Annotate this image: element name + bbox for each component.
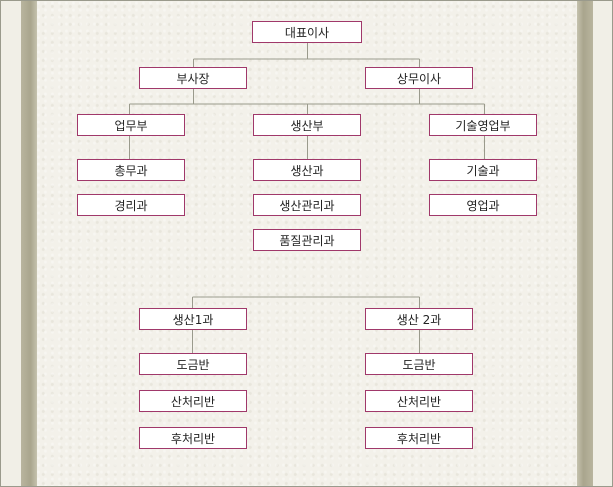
node-plating-1: 도금반 — [139, 353, 247, 375]
node-sales: 영업과 — [429, 194, 537, 216]
node-ceo: 대표이사 — [252, 21, 362, 43]
connector-lines — [129, 43, 485, 353]
node-post-treatment-1: 후처리반 — [139, 427, 247, 449]
left-border-bar — [21, 1, 37, 486]
connector-prod-groups — [192, 296, 420, 308]
org-chart-canvas: 대표이사 부사장 상무이사 업무부 생산부 기술영업부 총무과 경리과 생산과 … — [37, 1, 577, 486]
node-production: 생산과 — [253, 159, 361, 181]
node-production-mgmt: 생산관리과 — [253, 194, 361, 216]
node-post-treatment-2: 후처리반 — [365, 427, 473, 449]
node-production-2: 생산 2과 — [365, 308, 473, 330]
node-vice-president: 부사장 — [139, 67, 247, 89]
node-technology: 기술과 — [429, 159, 537, 181]
node-acid-treatment-1: 산처리반 — [139, 390, 247, 412]
node-production-1: 생산1과 — [139, 308, 247, 330]
node-tech-sales-dept: 기술영업부 — [429, 114, 537, 136]
node-plating-2: 도금반 — [365, 353, 473, 375]
connector-executives-departments — [129, 89, 485, 114]
node-ops-dept: 업무부 — [77, 114, 185, 136]
connector-ceo-vp-md — [193, 43, 420, 67]
node-general-affairs: 총무과 — [77, 159, 185, 181]
right-border-bar — [577, 1, 593, 486]
node-acid-treatment-2: 산처리반 — [365, 390, 473, 412]
node-prod-dept: 생산부 — [253, 114, 361, 136]
node-accounting: 경리과 — [77, 194, 185, 216]
node-quality-mgmt: 품질관리과 — [253, 229, 361, 251]
node-managing-director: 상무이사 — [365, 67, 473, 89]
